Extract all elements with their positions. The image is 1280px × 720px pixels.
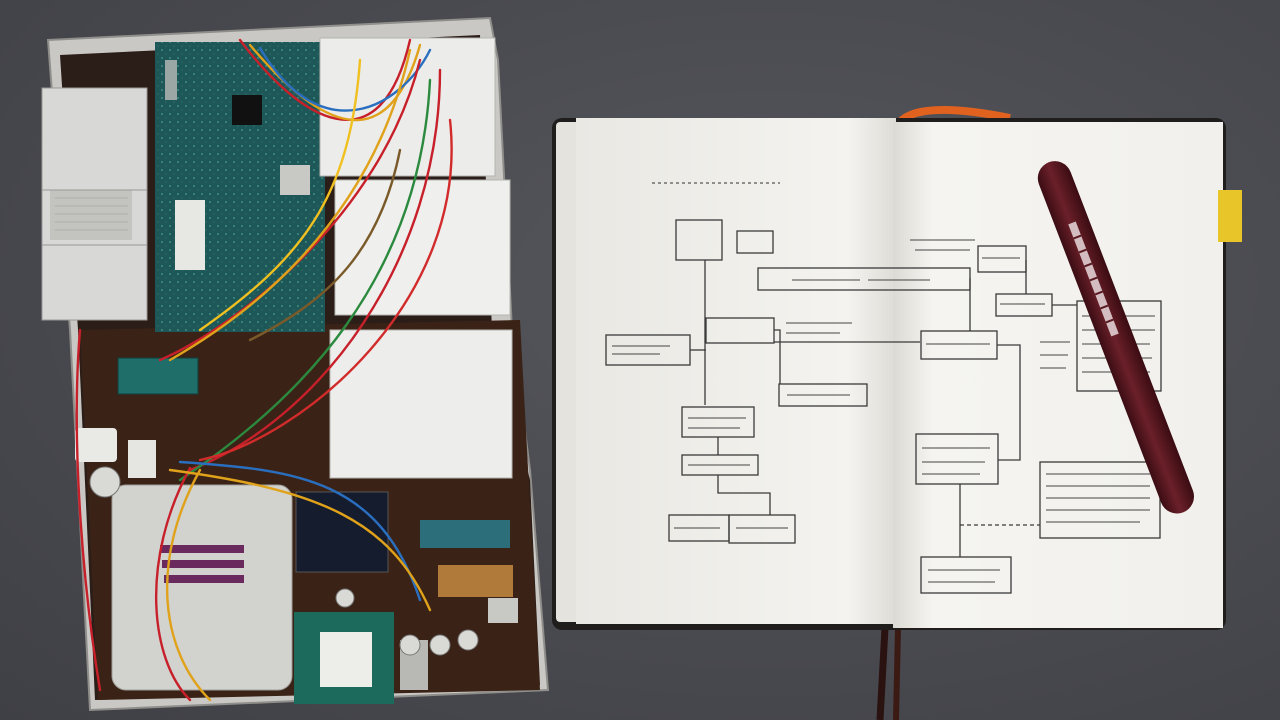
pen [1037, 161, 1194, 514]
module-middle [334, 179, 511, 316]
notebook [552, 105, 1242, 720]
bookmark-ribbon [897, 105, 1011, 125]
module-lower [329, 329, 513, 479]
electronic-device [41, 16, 550, 712]
hand-drawn-diagram [605, 182, 1162, 594]
page-tab [1218, 190, 1242, 242]
handwritten-notes [612, 239, 1155, 583]
left-page [576, 118, 896, 624]
